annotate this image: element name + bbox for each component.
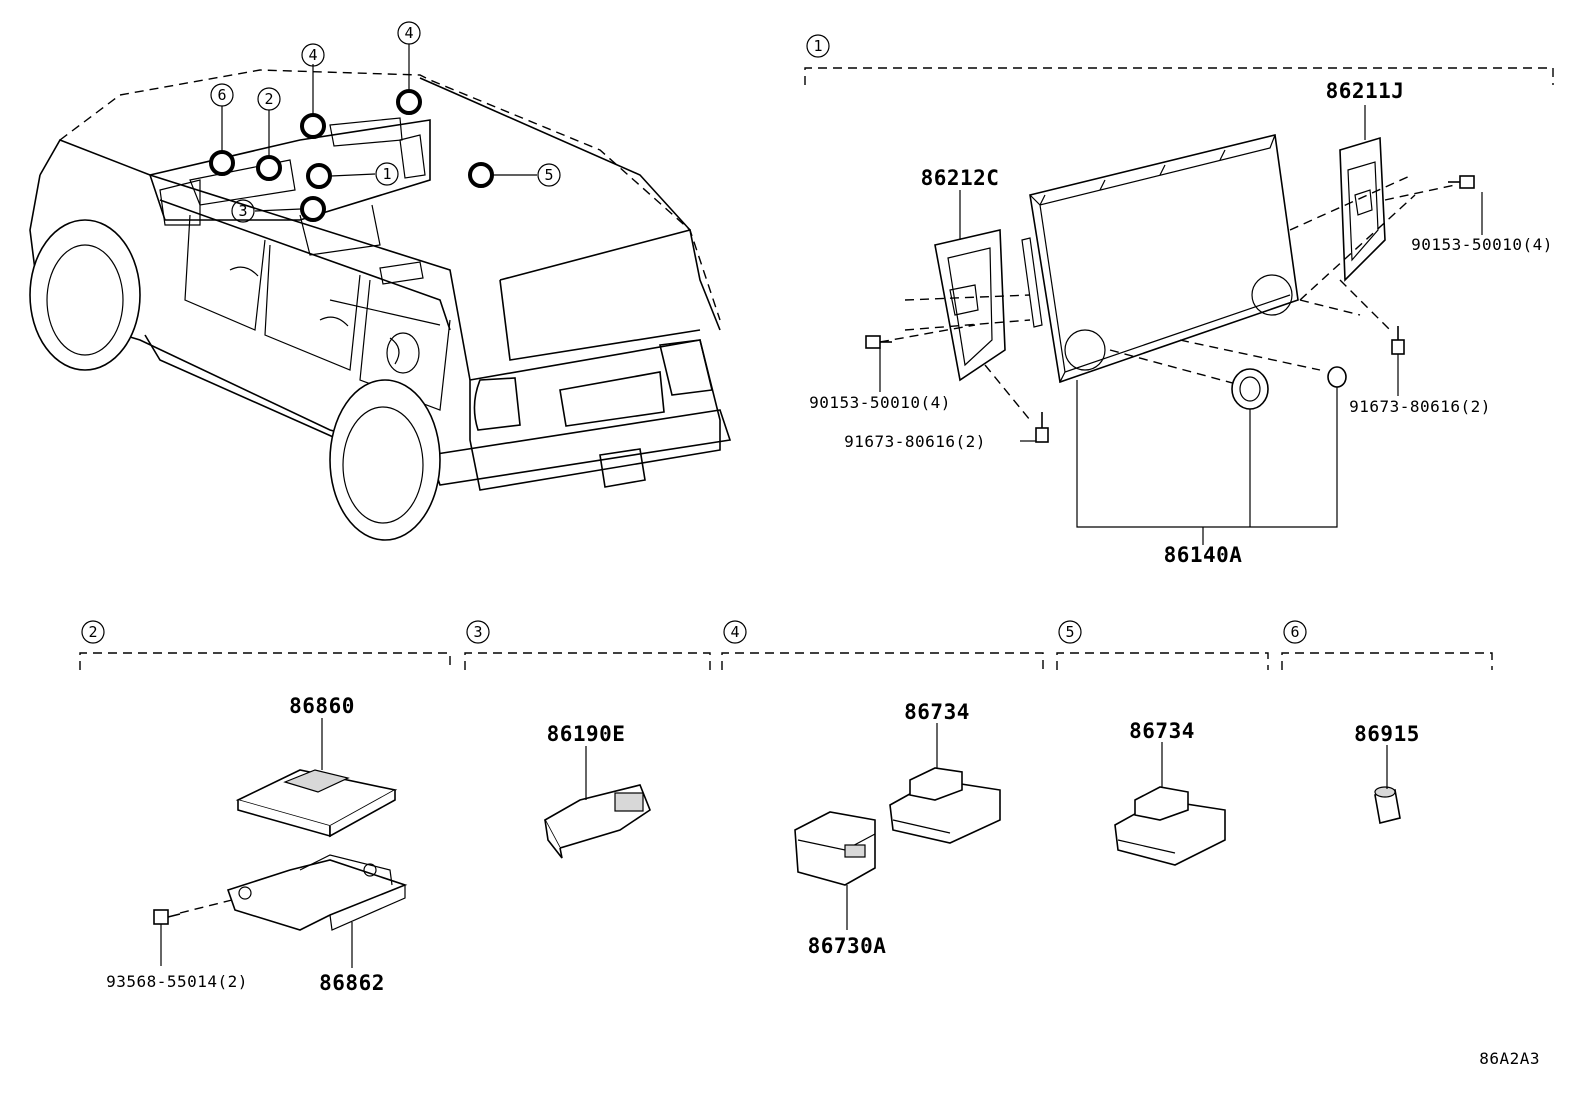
vehicle-illustration: 4 4 6 2 1 3 5 xyxy=(29,21,732,541)
part-86734-b: 86734 xyxy=(1129,719,1195,743)
part-91673-80616-left: 91673-80616(2) xyxy=(844,432,986,451)
callout-4b: 4 xyxy=(404,24,413,42)
part-86860: 86860 xyxy=(289,694,355,718)
part-86730A: 86730A xyxy=(808,934,887,958)
bolt-icon-right xyxy=(1448,175,1475,189)
group-6-label: 6 xyxy=(1290,623,1299,641)
group-3-label: 3 xyxy=(473,623,482,641)
group-2: 2 86860 86862 93568-55014(2) xyxy=(79,620,451,995)
part-90153-50010-right: 90153-50010(4) xyxy=(1411,235,1553,254)
group-4-label: 4 xyxy=(730,623,739,641)
group-3: 3 86190E xyxy=(464,620,711,859)
group-5-label: 5 xyxy=(1065,623,1074,641)
part-86212C: 86212C xyxy=(921,166,1000,190)
screw-icon xyxy=(153,909,181,925)
callout-3: 3 xyxy=(238,202,247,220)
screw-icon-right xyxy=(1391,326,1405,355)
diagram-id: 86A2A3 xyxy=(1479,1049,1540,1068)
callout-1: 1 xyxy=(382,165,391,183)
part-91673-80616-right: 91673-80616(2) xyxy=(1349,397,1491,416)
group-4: 4 86734 86730A xyxy=(721,620,1044,958)
bolt-icon-left xyxy=(865,335,892,349)
screw-icon-left xyxy=(1035,412,1049,443)
part-86734-a: 86734 xyxy=(904,700,970,724)
grommet-large xyxy=(1231,368,1269,410)
part-86211J: 86211J xyxy=(1326,79,1405,103)
group-6: 6 86915 xyxy=(1281,620,1493,824)
callout-5: 5 xyxy=(544,166,553,184)
callout-2: 2 xyxy=(264,90,273,108)
part-86862: 86862 xyxy=(319,971,385,995)
group-1-display-assembly: 1 xyxy=(804,34,1554,567)
callout-6: 6 xyxy=(217,86,226,104)
group-1-label: 1 xyxy=(813,37,822,55)
part-86140A: 86140A xyxy=(1164,543,1243,567)
callout-4a: 4 xyxy=(308,46,317,64)
grommet-small xyxy=(1327,366,1347,388)
part-93568-55014: 93568-55014(2) xyxy=(106,972,248,991)
group-5: 5 86734 xyxy=(1056,620,1269,866)
group-2-label: 2 xyxy=(88,623,97,641)
part-86915: 86915 xyxy=(1354,722,1420,746)
part-86190E: 86190E xyxy=(547,722,626,746)
part-90153-50010-left: 90153-50010(4) xyxy=(809,393,951,412)
